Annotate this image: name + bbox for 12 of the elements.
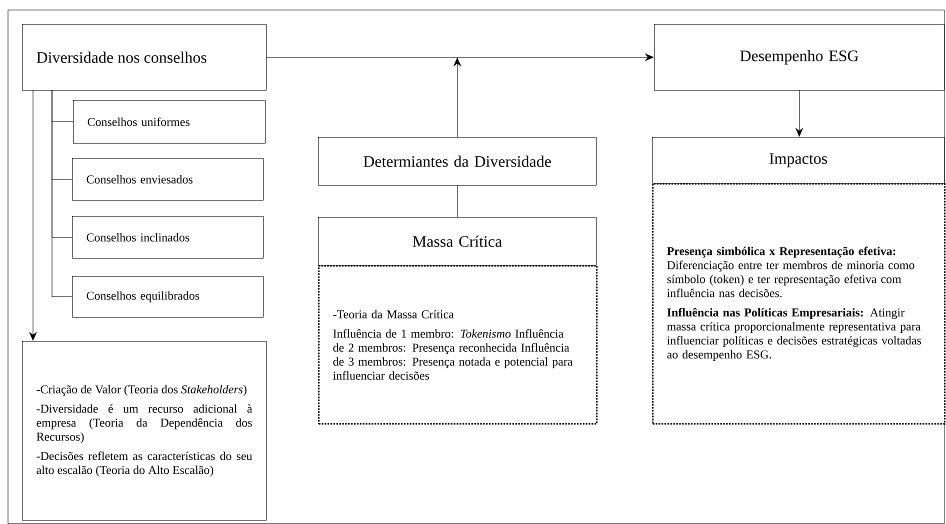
category-box: Conselhos uniformes bbox=[73, 100, 266, 144]
concept-box: Desempenho ESG bbox=[654, 24, 945, 91]
connector-line bbox=[52, 90, 72, 298]
heading-box: Massa Crítica bbox=[318, 217, 597, 266]
theory-box: -Criação de Valor (Teoria dos Stakeholders) -Diversidade é um recurso adicional à empresa (Teoria da Dependência dos Recursos) -Decisões refletem as características do seu alto escalão (Teoria do Alto Escalão) bbox=[22, 341, 267, 521]
concept-box: Diversidade nos conselhos bbox=[22, 24, 267, 91]
category-box: Conselhos enviesados bbox=[72, 158, 264, 201]
connector-line bbox=[457, 185, 458, 218]
category-box: Conselhos inclinados bbox=[72, 216, 264, 259]
category-box: Conselhos equilibrados bbox=[72, 276, 264, 318]
heading-box: Impactos bbox=[652, 137, 945, 184]
concept-box: Determiantes da Diversidade bbox=[318, 137, 597, 186]
